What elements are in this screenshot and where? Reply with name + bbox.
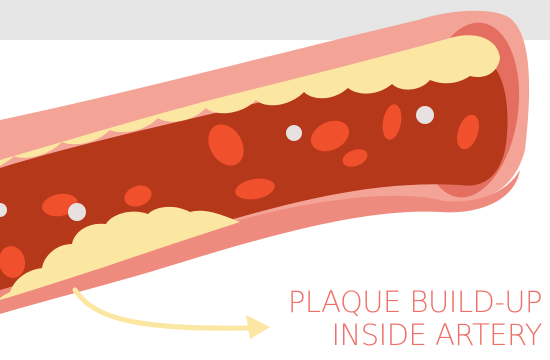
white-blood-cell <box>416 106 434 124</box>
white-blood-cell <box>286 125 302 141</box>
caption-line-2: INSIDE ARTERY <box>288 321 542 350</box>
white-blood-cell <box>68 203 86 221</box>
curved-arrow-icon <box>75 290 270 339</box>
diagram-caption: PLAQUE BUILD-UP INSIDE ARTERY <box>288 288 542 354</box>
caption-line-1: PLAQUE BUILD-UP <box>288 288 542 317</box>
